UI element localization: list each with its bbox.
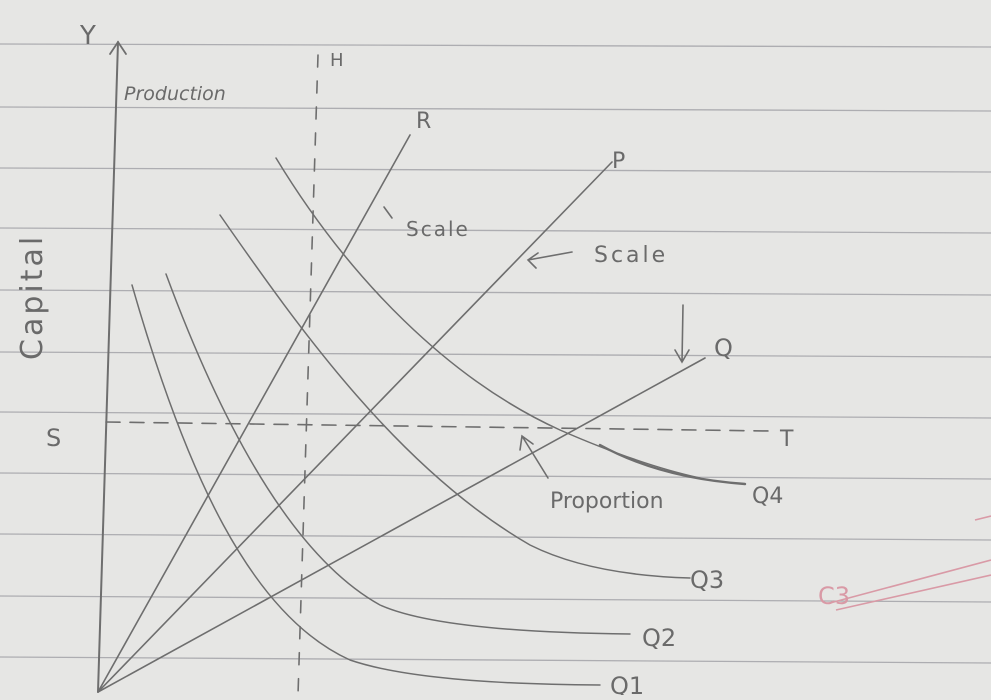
ray-p xyxy=(97,161,613,693)
production-label: Production xyxy=(124,83,226,105)
horizontal-dashed-line-st xyxy=(105,421,771,432)
ray-label-p: P xyxy=(612,149,625,174)
margin-pen-mark xyxy=(829,515,991,611)
isoquant-label-q2: Q2 xyxy=(642,624,676,652)
isoquant-q4-tail xyxy=(598,443,747,486)
ray-q xyxy=(97,357,706,693)
ray-r xyxy=(97,134,411,693)
scale-arrow-1 xyxy=(383,206,393,219)
ray-label-r: R xyxy=(416,109,431,134)
horizontal-line-label-s: S xyxy=(46,424,61,452)
y-axis-letter: Y xyxy=(79,21,96,51)
proportion-label: Proportion xyxy=(550,489,664,514)
vertical-dashed-line-h xyxy=(297,54,319,696)
isoquant-q1-alt xyxy=(165,273,631,635)
scale-arrow-q xyxy=(674,304,690,364)
ruled-lines xyxy=(0,43,991,664)
proportion-arrow xyxy=(519,434,549,479)
ray-label-q: Q xyxy=(714,334,733,362)
isoquant-label-q4: Q4 xyxy=(752,484,783,509)
scale-label-2: Scale xyxy=(594,243,668,268)
isoquant-q3 xyxy=(275,157,701,479)
isoquant-q1 xyxy=(131,284,601,686)
scale-label-1: Scale xyxy=(406,217,470,241)
y-axis-label: Capital xyxy=(15,234,50,360)
isoquant-label-q1: Q1 xyxy=(610,672,644,695)
vertical-line-label-h: H xyxy=(330,50,344,71)
horizontal-line-label-t: T xyxy=(779,427,794,452)
isoquant-q2 xyxy=(219,214,691,579)
margin-scribble-label: C3 xyxy=(818,582,850,610)
isoquant-label-q3: Q3 xyxy=(690,566,724,594)
y-axis-arrowhead xyxy=(109,40,127,55)
scale-arrow-2 xyxy=(526,251,573,269)
y-axis xyxy=(97,41,119,693)
